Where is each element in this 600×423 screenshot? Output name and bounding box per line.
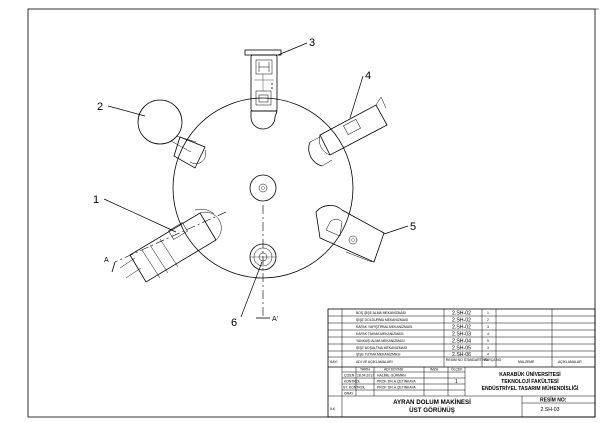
ilk-label: İLK (330, 406, 336, 411)
title-block: BOŞ ŞİŞE ALMA MEKANİZMASI 2.SH-02 1 ŞİŞE… (327, 308, 596, 418)
central-hub (249, 174, 277, 202)
balloon-6: 6 (231, 317, 237, 329)
part-5-name: YANKAŞI ALMA MEKANİZMASI (356, 338, 405, 343)
part-7-qty: 4 (487, 353, 489, 357)
hdr-adi-soyadi: ADI SOYADI (384, 368, 403, 372)
row-st-kontrol: ST. KONTROL (343, 386, 365, 390)
row-kontrol: KONTROL (344, 380, 361, 384)
mechanism-4 (308, 96, 388, 167)
part-4-name: KAPAK TAKMA MEKANİZMASI (356, 331, 404, 336)
mechanism-1 (119, 208, 222, 283)
leader-4 (349, 75, 364, 119)
org-line-2: TEKNOLOJİ FAKÜLTESİ (501, 378, 559, 385)
part-2-code: 2.SH-02 (452, 318, 471, 324)
part-7-name: ŞİŞE TUTMA MEKANİZMASI (356, 352, 400, 357)
drawn-by: HALİME GÜRMAN (377, 373, 406, 378)
part-3-qty: 3 (487, 325, 489, 329)
drawing-frame (27, 8, 596, 418)
part-6-qty: 3 (487, 346, 489, 350)
balloon-2: 2 (97, 101, 103, 113)
filling-station (249, 243, 277, 271)
st-checked-by: PROF. DR.A.ÇETİNKAYA (377, 385, 416, 390)
balloon-4: 4 (365, 70, 371, 82)
part-3-name: KAPAK YAPIŞTIRMA MEKANİZMASI (356, 324, 412, 329)
section-label-bottom: A' (272, 316, 278, 323)
resim-no-label: RESİM NO: (540, 397, 567, 404)
checked-by: PROF. DR.A.ÇETİNKAYA (377, 379, 416, 384)
col-malzeme: MALZEME (518, 360, 535, 364)
drawn-date: 18.04.2017 (357, 374, 374, 378)
part-1-qty: 1 (487, 311, 489, 315)
leader-6 (240, 261, 263, 318)
scale-value: 1 (455, 379, 458, 385)
section-line-horizontal (114, 211, 227, 263)
col-description: ADI VE AÇIKLAMALARI (356, 360, 393, 364)
balloon-3: 3 (309, 37, 315, 49)
leader-1 (103, 198, 177, 233)
part-7-code: 2.SH-06 (452, 352, 471, 358)
mechanism-3 (244, 49, 282, 130)
part-4-code: 2.SH-03 (452, 332, 471, 338)
col-aciklamalar: AÇIKLAMALAR (558, 360, 582, 364)
drawing-title-2: ÜST GÖRÜNÜŞ (409, 407, 455, 414)
part-6-code: 2.SH-05 (452, 346, 471, 352)
mechanism-5 (315, 204, 385, 263)
hdr-imza: İMZA (430, 367, 439, 372)
col-resim-no: RESİM NO STANDART NO (446, 357, 488, 362)
part-4-qty: 4 (487, 332, 489, 336)
mechanism-2 (137, 99, 206, 169)
leader-5 (383, 225, 409, 235)
org-line-1: KARABÜK ÜNİVERSİTESİ (499, 371, 561, 378)
section-label-left: A (104, 257, 109, 264)
drawing-title-1: AYRAN DOLUM MAKİNESİ (393, 399, 471, 406)
hdr-tarih: TARİH (360, 367, 370, 372)
part-5-code: 2.SH-04 (452, 339, 471, 345)
part-6-name: ŞİŞE BOŞALTMA MEKANİZMASI (356, 345, 407, 350)
resim-no: 2.SH-03 (540, 407, 559, 413)
col-parca-no: PARÇA NO (484, 358, 502, 362)
section-marker-bottom: A' (256, 316, 278, 323)
balloon-5: 5 (410, 221, 416, 233)
section-marker-left: A (104, 257, 116, 273)
org-line-3: ENDÜSTRİYEL TASARIM MÜHENDİSLİĞİ (482, 384, 579, 392)
part-3-code: 2.SH-02 (452, 325, 471, 331)
row-onay: ONAY (344, 392, 354, 396)
row-cizen: ÇİZEN (344, 373, 355, 378)
part-1-code: 2.SH-02 (452, 311, 471, 317)
part-2-qty: 2 (487, 318, 489, 322)
balloon-1: 1 (93, 194, 99, 206)
hdr-olcek: ÖLÇEK (451, 368, 463, 372)
leader-3 (277, 42, 308, 56)
leader-2 (107, 105, 146, 117)
part-1-name: BOŞ ŞİŞE ALMA MEKANİZMASI (356, 310, 406, 315)
part-2-name: ŞİŞE DOLDURMA MEKANİZMASI (356, 317, 408, 322)
part-5-qty: 5 (487, 339, 489, 343)
col-sayi: SAYI (330, 360, 338, 364)
